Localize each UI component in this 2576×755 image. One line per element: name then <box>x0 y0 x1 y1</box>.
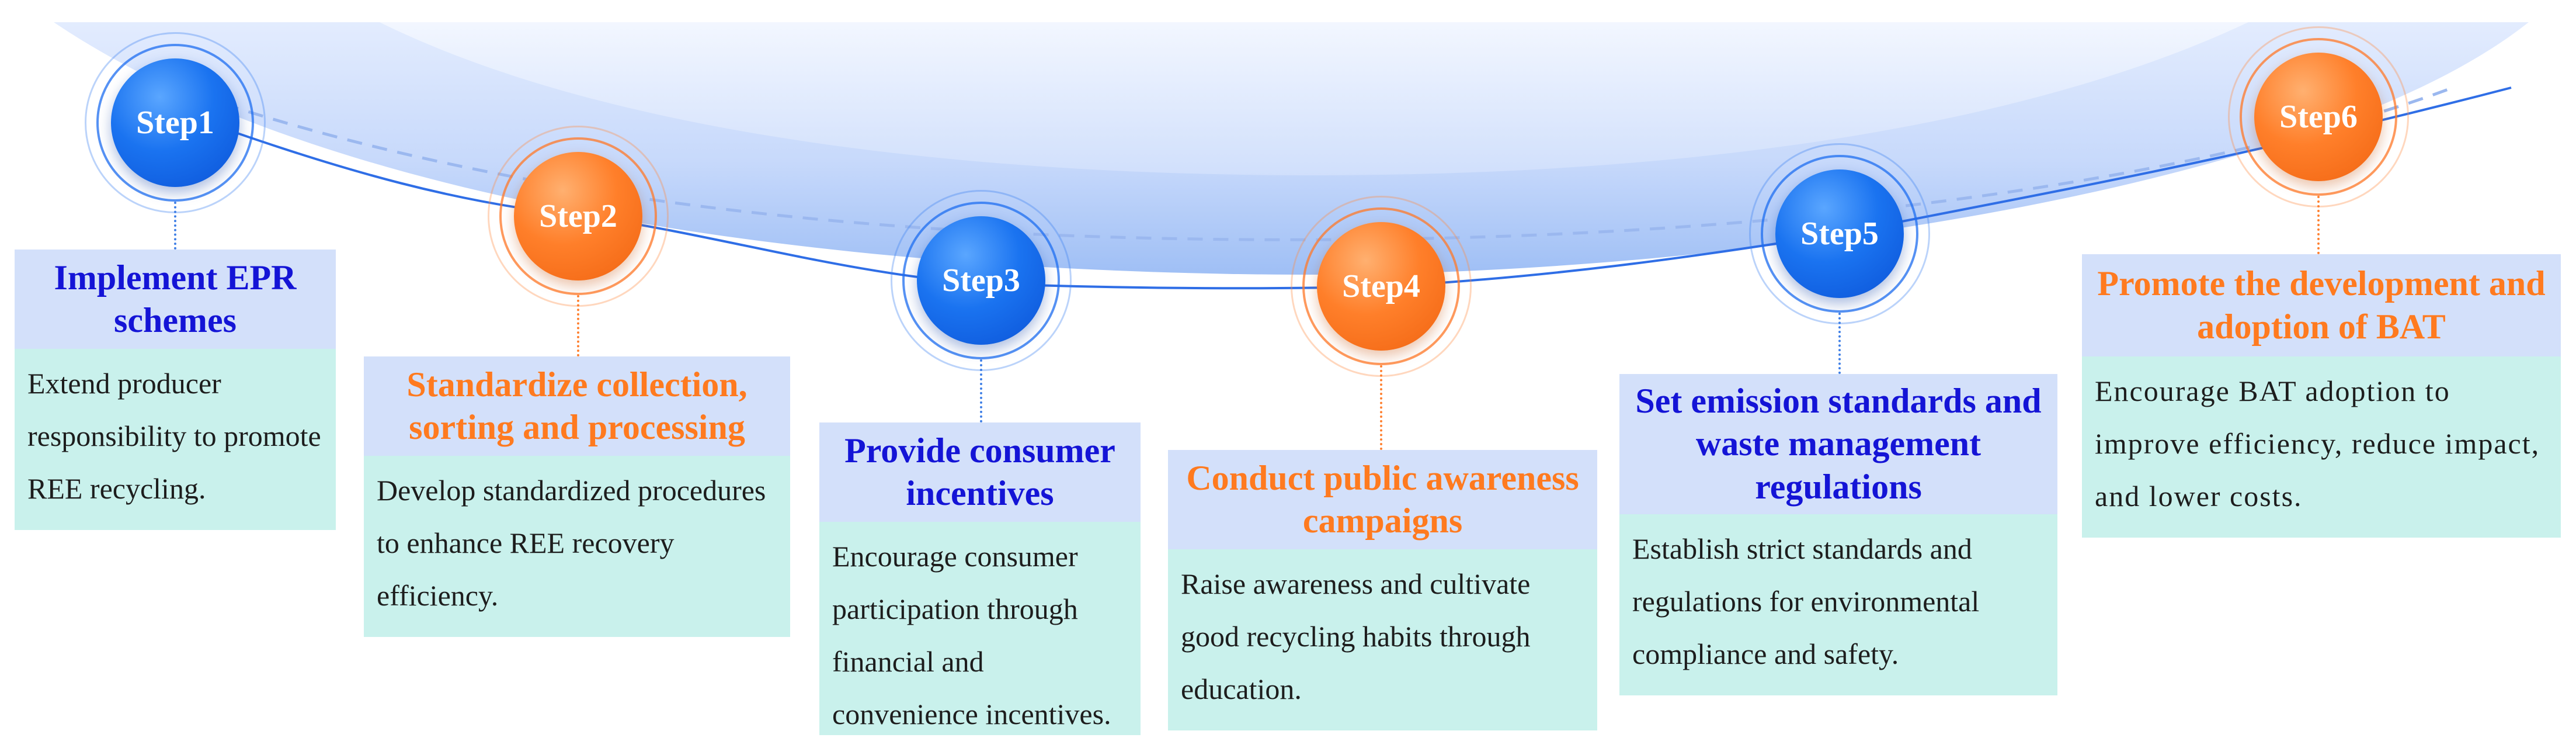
step-5-connector <box>1838 313 1841 374</box>
step-4-connector <box>1380 365 1382 450</box>
step-2-title: Standardize collection, sorting and proc… <box>364 356 790 456</box>
step-3-badge: Step3 <box>917 216 1045 345</box>
step-5-badge: Step5 <box>1775 169 1904 298</box>
step-4-description: Raise awareness and cultivate good recyc… <box>1168 549 1597 730</box>
step-6-connector <box>2317 196 2320 254</box>
step-2-badge: Step2 <box>514 152 642 280</box>
step-1-ring <box>96 44 254 202</box>
step-4-badge: Step4 <box>1317 222 1445 351</box>
step-4-ring <box>1302 207 1460 365</box>
step-6-badge: Step6 <box>2254 53 2383 181</box>
step-2-description: Develop standardized procedures to enhan… <box>364 456 790 637</box>
step-3-title: Provide consumer incentives <box>819 422 1141 522</box>
step-5-title: Set emission standards and waste managem… <box>1619 374 2057 514</box>
step-6-ring <box>2240 38 2397 196</box>
step-6-card: Promote the development and adoption of … <box>2082 254 2561 538</box>
step-1-connector <box>174 202 176 250</box>
step-1-card: Implement EPR schemes Extend producer re… <box>15 250 336 530</box>
step-3-ring <box>902 202 1060 359</box>
step-3-card: Provide consumer incentives Encourage co… <box>819 422 1141 735</box>
step-6-title: Promote the development and adoption of … <box>2082 254 2561 356</box>
step-1-title: Implement EPR schemes <box>15 250 336 349</box>
step-3-connector <box>980 359 982 422</box>
step-6-description: Encourage BAT adoption to improve effici… <box>2082 356 2561 538</box>
step-4-title: Conduct public awareness campaigns <box>1168 450 1597 549</box>
step-1-badge: Step1 <box>111 58 239 187</box>
step-5-ring <box>1761 155 1918 313</box>
step-4-card: Conduct public awareness campaigns Raise… <box>1168 450 1597 730</box>
step-2-card: Standardize collection, sorting and proc… <box>364 356 790 637</box>
step-5-card: Set emission standards and waste managem… <box>1619 374 2057 695</box>
step-2-connector <box>577 295 579 356</box>
step-5-description: Establish strict standards and regulatio… <box>1619 514 2057 695</box>
step-3-description: Encourage consumer participation through… <box>819 522 1141 735</box>
step-1-description: Extend producer responsibility to promot… <box>15 349 336 530</box>
step-2-ring <box>499 137 657 295</box>
